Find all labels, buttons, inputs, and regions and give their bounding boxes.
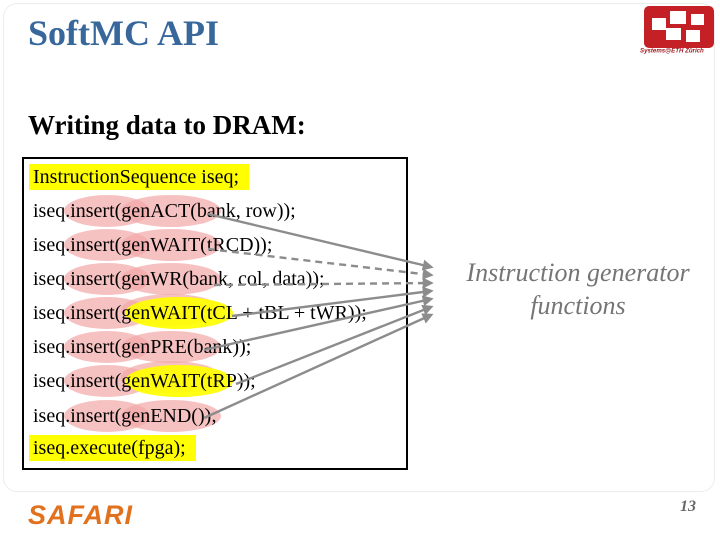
pink-ellipse-highlight: [121, 263, 221, 295]
slide-frame: [3, 3, 715, 492]
code-line: iseq.insert(genEND());: [24, 399, 406, 433]
code-line: iseq.insert(genWR(bank, col, data));: [24, 262, 406, 296]
callout-label: Instruction generator functions: [448, 256, 708, 322]
code-text-highlighted: iseq.execute(fpga);: [29, 435, 196, 461]
callout-label-line1: Instruction generator: [466, 258, 690, 287]
systems-eth-logo-icon: [644, 6, 714, 48]
code-text: iseq.insert(genACT(bank, row));: [33, 200, 296, 222]
code-text-highlighted: InstructionSequence iseq;: [29, 164, 250, 190]
code-line: iseq.insert(genWAIT(tRP));: [24, 361, 406, 398]
callout-label-line2: functions: [530, 291, 626, 320]
code-text: iseq.insert(genWAIT(tCL + tBL + tWR));: [33, 302, 367, 324]
code-line: InstructionSequence iseq;: [24, 160, 406, 194]
code-line: iseq.insert(genWAIT(tCL + tBL + tWR));: [24, 294, 406, 330]
code-line: iseq.insert(genACT(bank, row));: [24, 194, 406, 228]
code-text: iseq.insert(genWR(bank, col, data));: [33, 268, 325, 290]
slide-title: SoftMC API: [28, 13, 219, 53]
page-number: 13: [680, 498, 696, 515]
pink-ellipse-highlight: [121, 229, 221, 261]
systems-eth-logo-caption: Systems@ETH Zürich: [640, 47, 704, 54]
code-text: iseq.insert(genWAIT(tRP));: [33, 370, 256, 392]
code-line: iseq.insert(genWAIT(tRCD));: [24, 228, 406, 262]
code-text: iseq.insert(genPRE(bank));: [33, 336, 252, 358]
code-line: iseq.execute(fpga);: [24, 431, 406, 465]
code-box: InstructionSequence iseq; iseq.insert(ge…: [22, 157, 408, 470]
code-line: iseq.insert(genPRE(bank));: [24, 330, 406, 364]
code-text: iseq.insert(genWAIT(tRCD));: [33, 234, 273, 256]
section-heading: Writing data to DRAM:: [28, 110, 306, 140]
code-text: iseq.insert(genEND());: [33, 405, 217, 427]
pink-ellipse-highlight: [121, 195, 221, 227]
safari-logo: SAFARI: [28, 500, 134, 530]
